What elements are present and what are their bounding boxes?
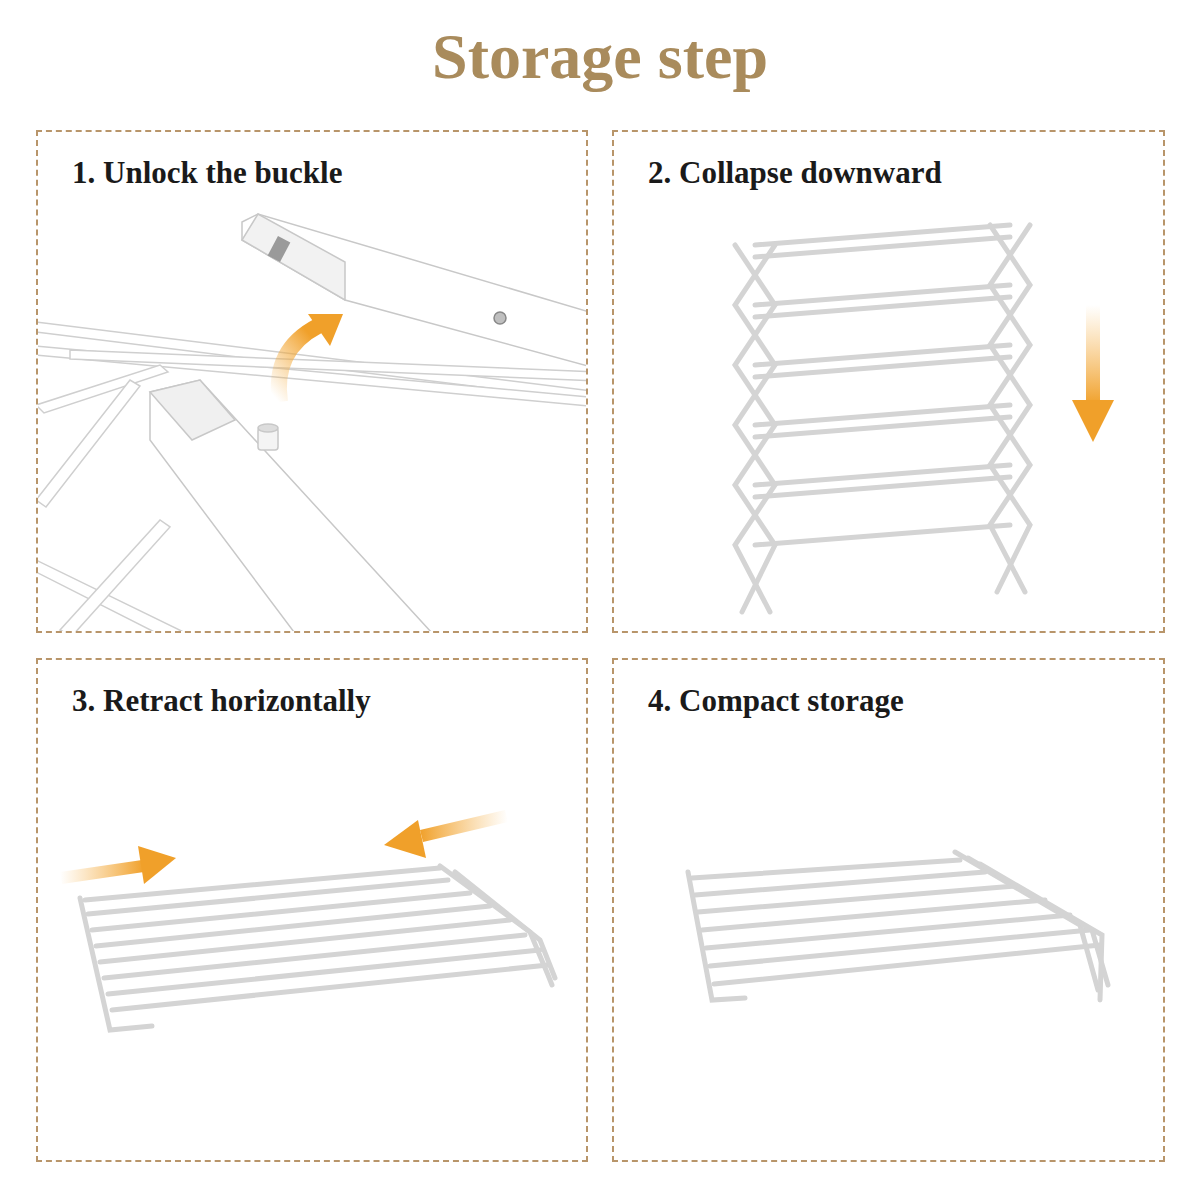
step-panel: 1. Unlock the buckle xyxy=(36,130,588,633)
rod xyxy=(112,965,548,1010)
rod xyxy=(714,945,1100,984)
leg xyxy=(735,245,775,612)
frame xyxy=(80,898,152,1030)
page-title: Storage step xyxy=(0,22,1200,92)
rod xyxy=(710,930,1090,966)
step-heading: 2. Collapse downward xyxy=(648,154,942,191)
rivet xyxy=(494,312,506,324)
buckle-slot xyxy=(268,236,291,262)
rod xyxy=(702,900,1045,930)
frame xyxy=(455,872,555,978)
arrow-head xyxy=(1072,400,1114,442)
lower-bar xyxy=(150,380,432,631)
bar-cap xyxy=(242,214,345,300)
bar-cap xyxy=(150,380,235,440)
rod xyxy=(755,237,1010,257)
frame xyxy=(968,858,1108,985)
rod xyxy=(755,477,1010,497)
arrow-head xyxy=(308,314,343,346)
arrow-head xyxy=(138,846,176,884)
rod xyxy=(38,380,140,507)
rack-folded xyxy=(688,852,1108,1000)
frame xyxy=(440,866,552,985)
step-panel: 3. Retract horizontally xyxy=(36,658,588,1162)
rods xyxy=(38,322,586,631)
step-panel: 4. Compact storage xyxy=(612,658,1165,1162)
step-heading: 4. Compact storage xyxy=(648,682,904,719)
rod xyxy=(60,520,170,631)
buckle-button-top xyxy=(258,424,278,432)
rod xyxy=(706,915,1070,948)
rod xyxy=(38,365,168,413)
arrow-shaft xyxy=(1086,305,1100,405)
step-heading: 1. Unlock the buckle xyxy=(72,154,342,191)
leg xyxy=(735,245,775,612)
frame xyxy=(688,872,745,1000)
rod xyxy=(755,297,1010,317)
rod xyxy=(755,525,1010,545)
rod xyxy=(755,357,1010,377)
step-heading: 3. Retract horizontally xyxy=(72,682,371,719)
rack-upright xyxy=(735,225,1030,612)
step-panel: 2. Collapse downward xyxy=(612,130,1165,633)
arrow-shaft xyxy=(60,860,144,884)
rod xyxy=(88,880,448,914)
hinge-closeup xyxy=(38,214,586,631)
bar-body xyxy=(150,380,432,631)
rod xyxy=(755,417,1010,437)
frame xyxy=(980,864,1102,1000)
arrow-shaft xyxy=(420,810,508,842)
arrow-head xyxy=(384,820,426,858)
arrow-shaft xyxy=(279,326,318,402)
rack-flat xyxy=(80,866,555,1030)
